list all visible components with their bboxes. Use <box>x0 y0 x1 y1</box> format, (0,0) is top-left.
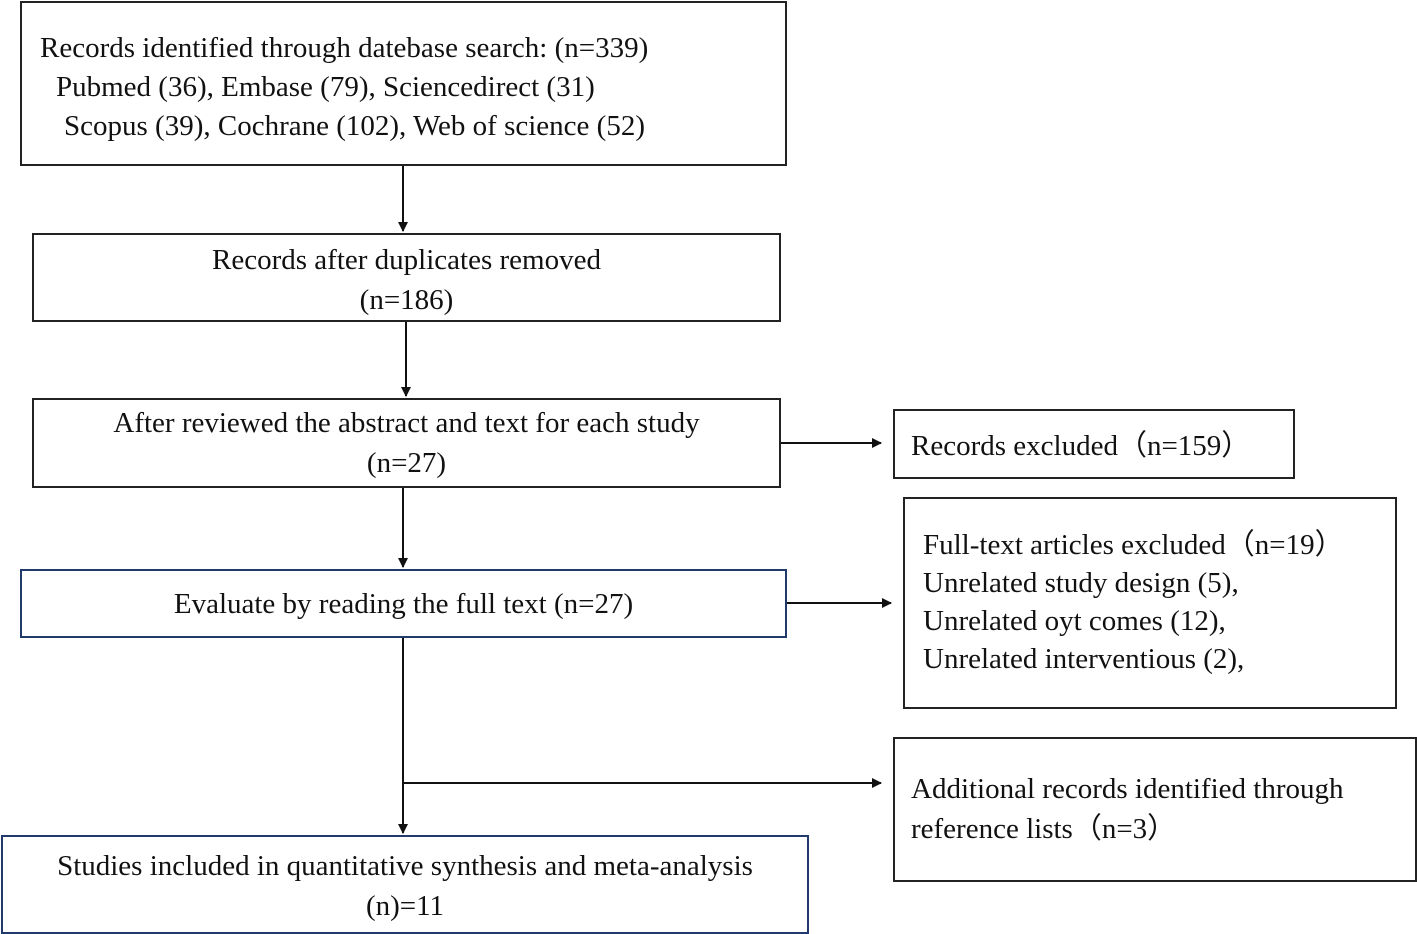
eligibility-text: Evaluate by reading the full text (n=27) <box>173 588 634 620</box>
screening-box: After reviewed the abstract and text for… <box>32 398 781 488</box>
screening-line-1: After reviewed the abstract and text for… <box>113 407 700 439</box>
identification-box: Records identified through datebase sear… <box>20 1 787 166</box>
eligibility-box: Evaluate by reading the full text (n=27) <box>20 569 787 638</box>
identification-line-2: Pubmed (36), Embase (79), Sciencedirect … <box>56 71 595 103</box>
fulltext-excluded-line-3: Unrelated oyt comes (12), <box>923 605 1226 637</box>
additional-records-line-1: Additional records identified through <box>911 773 1344 805</box>
fulltext-excluded-box: Full-text articles excluded（n=19） Unrela… <box>903 497 1397 709</box>
fulltext-excluded-line-1: Full-text articles excluded（n=19） <box>923 529 1344 561</box>
records-excluded-box: Records excluded（n=159） <box>893 409 1295 479</box>
included-line-2: (n)=11 <box>365 890 445 922</box>
additional-records-box: Additional records identified through re… <box>893 737 1417 882</box>
additional-records-line-2: reference lists（n=3） <box>911 813 1177 845</box>
records-excluded-text: Records excluded（n=159） <box>911 430 1251 462</box>
screening-line-2: (n=27) <box>366 447 447 479</box>
duplicates-removed-line-1: Records after duplicates removed <box>212 244 601 276</box>
identification-line-1: Records identified through datebase sear… <box>40 32 649 64</box>
duplicates-removed-line-2: (n=186) <box>359 284 454 316</box>
fulltext-excluded-line-4: Unrelated interventious (2), <box>923 643 1245 675</box>
duplicates-removed-box: Records after duplicates removed (n=186) <box>32 233 781 322</box>
fulltext-excluded-line-2: Unrelated study design (5), <box>923 567 1239 599</box>
included-line-1: Studies included in quantitative synthes… <box>57 850 753 882</box>
identification-line-3: Scopus (39), Cochrane (102), Web of scie… <box>64 110 645 142</box>
included-box: Studies included in quantitative synthes… <box>1 835 809 934</box>
